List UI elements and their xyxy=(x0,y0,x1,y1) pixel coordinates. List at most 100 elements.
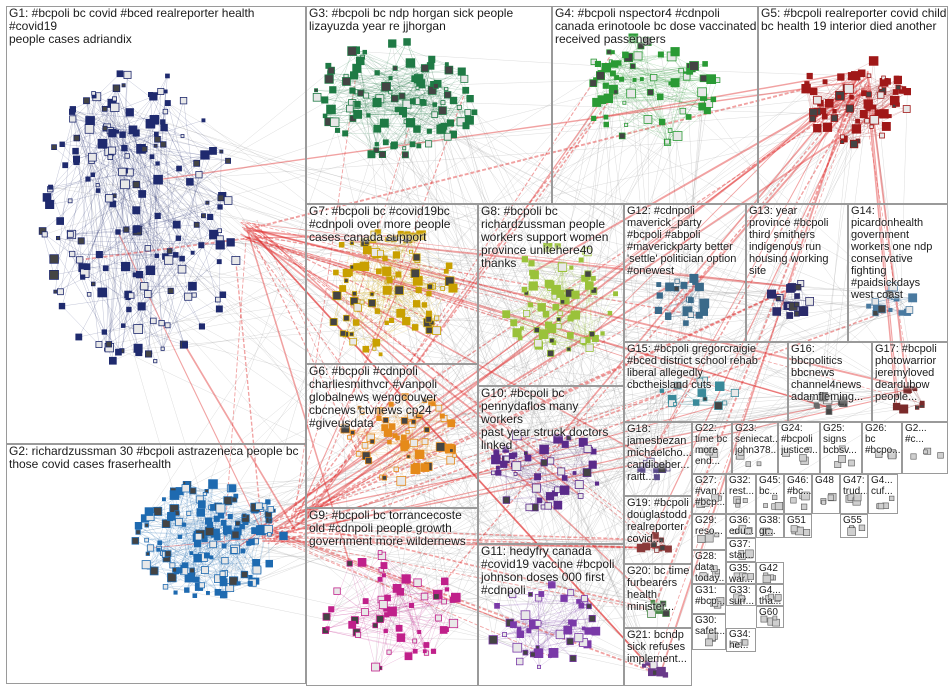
graph-node[interactable] xyxy=(202,491,207,496)
graph-node[interactable] xyxy=(167,287,174,295)
graph-node[interactable] xyxy=(782,448,791,457)
graph-node[interactable] xyxy=(446,455,455,465)
graph-node[interactable] xyxy=(312,93,322,102)
graph-node[interactable] xyxy=(396,633,406,642)
graph-node[interactable] xyxy=(395,624,403,632)
graph-node[interactable] xyxy=(502,632,507,637)
graph-node[interactable] xyxy=(434,315,440,321)
graph-node[interactable] xyxy=(97,138,108,149)
graph-node[interactable] xyxy=(578,257,584,263)
graph-node[interactable] xyxy=(405,58,416,68)
graph-node[interactable] xyxy=(217,204,223,210)
graph-node[interactable] xyxy=(642,36,652,46)
graph-node[interactable] xyxy=(363,92,370,99)
graph-node[interactable] xyxy=(115,348,122,356)
graph-node[interactable] xyxy=(132,180,140,189)
graph-node[interactable] xyxy=(657,93,664,101)
graph-node[interactable] xyxy=(115,229,121,235)
graph-node[interactable] xyxy=(745,528,752,535)
graph-node[interactable] xyxy=(534,620,542,627)
graph-node[interactable] xyxy=(184,292,193,301)
graph-node[interactable] xyxy=(359,299,365,305)
graph-node[interactable] xyxy=(893,75,902,85)
graph-node[interactable] xyxy=(501,460,508,467)
graph-node[interactable] xyxy=(388,317,395,323)
graph-node[interactable] xyxy=(877,304,886,314)
graph-node[interactable] xyxy=(646,457,655,466)
graph-node[interactable] xyxy=(352,63,362,73)
graph-node[interactable] xyxy=(120,323,126,328)
graph-node[interactable] xyxy=(736,642,742,648)
graph-node[interactable] xyxy=(502,446,509,453)
graph-node[interactable] xyxy=(143,290,152,298)
graph-node[interactable] xyxy=(462,86,470,94)
graph-node[interactable] xyxy=(689,61,699,71)
graph-node[interactable] xyxy=(665,282,674,292)
graph-node[interactable] xyxy=(357,89,365,97)
graph-node[interactable] xyxy=(121,83,126,88)
graph-node[interactable] xyxy=(124,153,130,159)
graph-node[interactable] xyxy=(847,527,856,536)
graph-node[interactable] xyxy=(240,548,246,554)
graph-node[interactable] xyxy=(58,302,66,310)
graph-node[interactable] xyxy=(571,290,580,299)
graph-node[interactable] xyxy=(566,435,572,441)
graph-node[interactable] xyxy=(221,557,229,565)
graph-node[interactable] xyxy=(392,433,398,439)
graph-node[interactable] xyxy=(83,263,91,270)
graph-node[interactable] xyxy=(698,102,707,111)
graph-node[interactable] xyxy=(193,221,200,228)
graph-node[interactable] xyxy=(346,269,353,277)
graph-node[interactable] xyxy=(819,107,827,114)
graph-node[interactable] xyxy=(123,226,130,233)
graph-node[interactable] xyxy=(830,114,839,122)
graph-node[interactable] xyxy=(887,114,892,119)
graph-node[interactable] xyxy=(353,263,361,271)
graph-node[interactable] xyxy=(404,652,413,661)
graph-node[interactable] xyxy=(689,273,699,283)
graph-node[interactable] xyxy=(774,594,782,601)
graph-node[interactable] xyxy=(118,167,127,177)
graph-node[interactable] xyxy=(651,532,659,539)
graph-node[interactable] xyxy=(679,107,687,115)
graph-node[interactable] xyxy=(410,268,420,279)
graph-node[interactable] xyxy=(448,283,458,293)
graph-node[interactable] xyxy=(140,282,149,291)
graph-node[interactable] xyxy=(673,402,677,406)
graph-node[interactable] xyxy=(394,285,404,295)
graph-node[interactable] xyxy=(205,200,210,205)
graph-node[interactable] xyxy=(213,515,220,522)
graph-node[interactable] xyxy=(120,179,130,190)
graph-node[interactable] xyxy=(374,308,381,314)
graph-node[interactable] xyxy=(392,584,402,593)
graph-node[interactable] xyxy=(528,302,533,308)
graph-node[interactable] xyxy=(578,437,588,447)
graph-node[interactable] xyxy=(169,562,176,569)
graph-node[interactable] xyxy=(697,87,707,98)
graph-node[interactable] xyxy=(144,523,149,528)
graph-node[interactable] xyxy=(895,84,901,90)
graph-node[interactable] xyxy=(538,329,549,339)
graph-node[interactable] xyxy=(362,345,370,353)
graph-node[interactable] xyxy=(369,291,375,297)
graph-node[interactable] xyxy=(523,309,531,318)
graph-node[interactable] xyxy=(825,408,833,415)
graph-node[interactable] xyxy=(585,343,594,352)
graph-node[interactable] xyxy=(756,461,762,467)
graph-node[interactable] xyxy=(192,593,198,598)
graph-node[interactable] xyxy=(601,63,612,73)
graph-node[interactable] xyxy=(586,603,592,610)
graph-node[interactable] xyxy=(423,642,430,648)
graph-node[interactable] xyxy=(112,84,121,93)
graph-node[interactable] xyxy=(86,292,92,297)
graph-node[interactable] xyxy=(196,508,205,517)
graph-node[interactable] xyxy=(360,608,369,616)
graph-node[interactable] xyxy=(179,255,185,262)
graph-node[interactable] xyxy=(69,250,76,258)
graph-node[interactable] xyxy=(602,82,609,89)
graph-node[interactable] xyxy=(508,452,516,460)
graph-node[interactable] xyxy=(838,454,846,463)
graph-node[interactable] xyxy=(408,602,415,608)
graph-node[interactable] xyxy=(806,72,813,80)
graph-node[interactable] xyxy=(198,323,206,330)
